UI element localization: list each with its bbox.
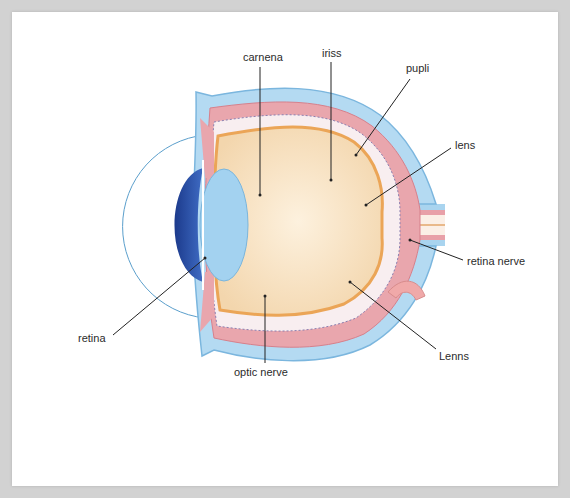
sclera	[193, 88, 436, 360]
cornea-edge	[202, 160, 204, 290]
cornea-arc	[123, 135, 205, 318]
cornea	[174, 168, 203, 282]
leader-lines	[113, 62, 463, 363]
part-label: iriss	[322, 47, 342, 60]
part-label: lens	[455, 139, 475, 152]
leader-dots	[204, 154, 412, 298]
part-label: pupli	[406, 62, 429, 75]
part-label: carnena	[243, 51, 283, 64]
part-label: optic nerve	[234, 366, 288, 379]
lens-shape	[200, 169, 248, 281]
blood-vessel	[388, 281, 425, 300]
part-label: Lenns	[439, 350, 469, 363]
part-label: retina nerve	[467, 255, 525, 268]
part-label: retina	[78, 332, 106, 345]
